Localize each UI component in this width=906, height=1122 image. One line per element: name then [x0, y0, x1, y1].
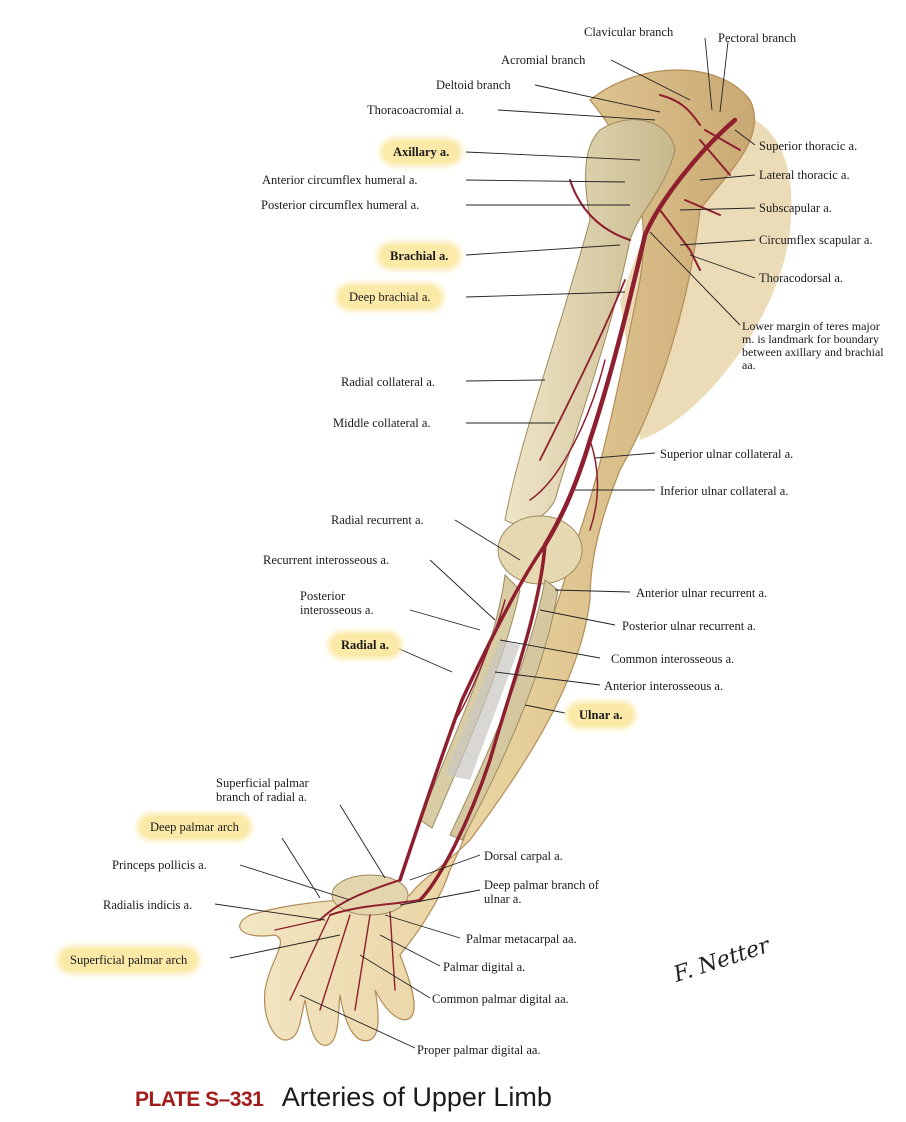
label-superior-ulnar-collateral: Superior ulnar collateral a. — [660, 447, 794, 461]
label-radialis-indicis: Radialis indicis a. — [103, 898, 193, 912]
label-ulnar: Ulnar a. — [569, 704, 633, 726]
label-thoracoacromial: Thoracoacromial a. — [367, 103, 465, 117]
label-dorsal-carpal: Dorsal carpal a. — [484, 849, 563, 863]
label-superior-thoracic: Superior thoracic a. — [759, 139, 858, 153]
label-princeps-pollicis: Princeps pollicis a. — [112, 858, 207, 872]
ulna-bone — [449, 579, 559, 841]
label-radial-collateral: Radial collateral a. — [341, 375, 436, 389]
label-palmar-digital: Palmar digital a. — [443, 960, 526, 974]
plate-title: Arteries of Upper Limb — [281, 1082, 552, 1112]
label-anterior-circumflex-humeral: Anterior circumflex humeral a. — [262, 173, 418, 187]
plate-caption: PLATE S–331 Arteries of Upper Limb — [135, 1082, 552, 1113]
label-anterior-interosseous: Anterior interosseous a. — [604, 679, 724, 693]
leader-lines — [214, 37, 756, 1049]
label-middle-collateral: Middle collateral a. — [333, 416, 431, 430]
label-deep-palmar-branch-ulnar: Deep palmar branch of ulnar a. — [484, 878, 599, 906]
label-recurrent-interosseous: Recurrent interosseous a. — [263, 553, 390, 567]
plate-number: PLATE S–331 — [135, 1088, 264, 1111]
label-subscapular: Subscapular a. — [759, 201, 832, 215]
label-superficial-palmar-arch: Superficial palmar arch — [60, 949, 198, 971]
note-teres-major-landmark: Lower margin of teres major m. is landma… — [742, 319, 884, 372]
label-acromial-branch: Acromial branch — [501, 53, 586, 67]
label-circumflex-scapular: Circumflex scapular a. — [759, 233, 873, 247]
interosseous-membrane — [445, 640, 520, 780]
label-deltoid-branch: Deltoid branch — [436, 78, 511, 92]
label-radial-recurrent: Radial recurrent a. — [331, 513, 424, 527]
label-pectoral-branch: Pectoral branch — [718, 31, 797, 45]
label-inferior-ulnar-collateral: Inferior ulnar collateral a. — [660, 484, 789, 498]
label-superficial-palmar-branch: Superficial palmar branch of radial a. — [216, 776, 309, 804]
label-posterior-circumflex-humeral: Posterior circumflex humeral a. — [261, 198, 420, 212]
label-common-interosseous: Common interosseous a. — [611, 652, 735, 666]
label-palmar-metacarpal: Palmar metacarpal aa. — [466, 932, 577, 946]
label-anterior-ulnar-recurrent: Anterior ulnar recurrent a. — [636, 586, 768, 600]
label-axillary: Axillary a. — [383, 141, 460, 163]
label-radial: Radial a. — [331, 634, 399, 656]
label-posterior-interosseous: Posterior interosseous a. — [300, 589, 374, 617]
label-common-palmar-digital: Common palmar digital aa. — [432, 992, 569, 1006]
label-posterior-ulnar-recurrent: Posterior ulnar recurrent a. — [622, 619, 756, 633]
label-thoracodorsal: Thoracodorsal a. — [759, 271, 843, 285]
label-deep-brachial: Deep brachial a. — [339, 286, 441, 308]
label-deep-palmar-arch: Deep palmar arch — [140, 816, 249, 838]
label-brachial: Brachial a. — [380, 245, 459, 267]
label-lateral-thoracic: Lateral thoracic a. — [759, 168, 850, 182]
label-proper-palmar-digital: Proper palmar digital aa. — [417, 1043, 541, 1057]
label-clavicular-branch: Clavicular branch — [584, 25, 674, 39]
